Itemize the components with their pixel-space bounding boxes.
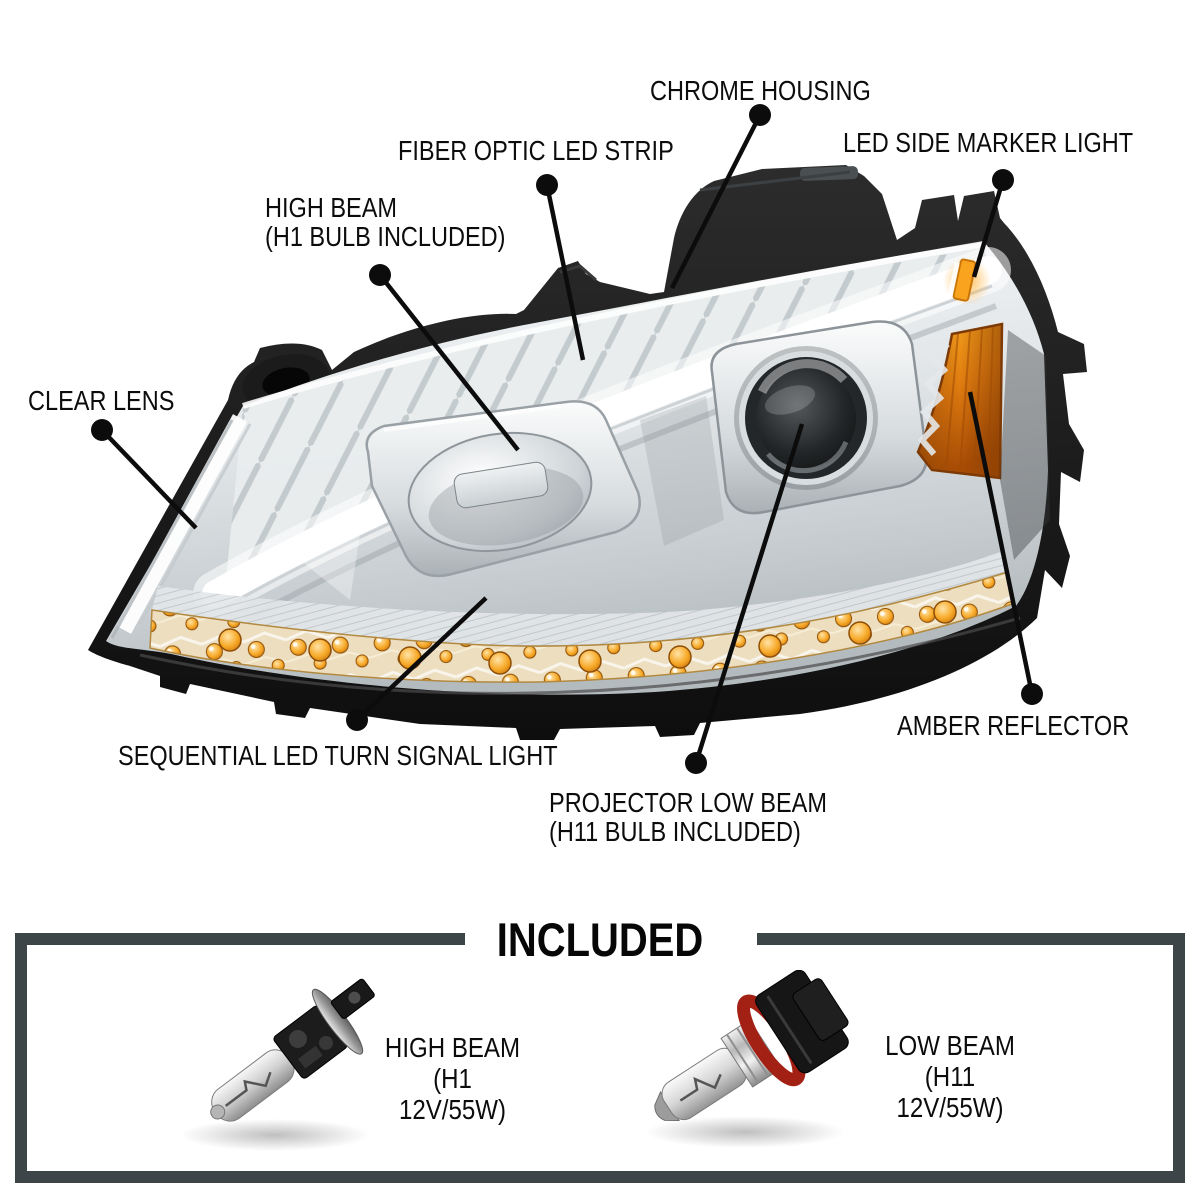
included-title-gap [465, 933, 757, 945]
projector-line1: PROJECTOR LOW BEAM [549, 787, 827, 818]
led-side-marker [943, 257, 991, 305]
callout-label-sequential: SEQUENTIAL LED TURN SIGNAL LIGHT [118, 740, 558, 771]
high-beam-line2: (H1 BULB INCLUDED) [265, 221, 506, 252]
amber-led-dots [218, 600, 957, 675]
high-beam-line1: HIGH BEAM [265, 192, 397, 223]
included-title: INCLUDED [496, 913, 704, 966]
callout-line-projector [685, 423, 805, 774]
high-beam-reflector [365, 400, 641, 578]
callout-label-projector: PROJECTOR LOW BEAM (H11 BULB INCLUDED) [549, 788, 827, 846]
callout-label-chrome-housing: CHROME HOUSING [650, 75, 871, 106]
callout-label-high-beam: HIGH BEAM (H1 BULB INCLUDED) [265, 193, 505, 251]
h11-bulb-image [645, 970, 849, 1148]
callout-line-high-beam [369, 264, 520, 452]
callout-label-fiber-optic: FIBER OPTIC LED STRIP [398, 135, 674, 166]
callout-lines [91, 104, 1043, 774]
high-beam-bulb-label: HIGH BEAM (H1 12V/55W) [377, 1032, 528, 1125]
low-beam-bulb-label: LOW BEAM (H11 12V/55W) [868, 1030, 1031, 1123]
projector-low-beam [710, 320, 928, 515]
low-beam-bulb-line1: LOW BEAM [885, 1030, 1015, 1061]
callout-line-amber-reflector [967, 391, 1043, 705]
callout-line-chrome-housing [669, 104, 771, 290]
included-box [15, 933, 1185, 1183]
high-beam-bulb-line2: (H1 12V/55W) [398, 1063, 507, 1125]
callout-line-clear-lens [91, 419, 198, 530]
high-beam-bulb-line1: HIGH BEAM [384, 1032, 521, 1063]
callout-label-side-marker: LED SIDE MARKER LIGHT [843, 127, 1134, 158]
callout-label-clear-lens: CLEAR LENS [28, 385, 175, 416]
callout-line-fiber-optic [536, 174, 586, 361]
chrome-shading [300, 330, 1050, 600]
callout-label-amber-reflector: AMBER REFLECTOR [897, 710, 1130, 741]
callout-line-sequential [346, 596, 488, 731]
h1-bulb-image [180, 978, 375, 1151]
projector-line2: (H11 BULB INCLUDED) [549, 816, 801, 847]
callout-line-side-marker [971, 169, 1014, 278]
low-beam-bulb-line2: (H11 12V/55W) [896, 1061, 1004, 1123]
sequential-led-band [139, 552, 1021, 695]
